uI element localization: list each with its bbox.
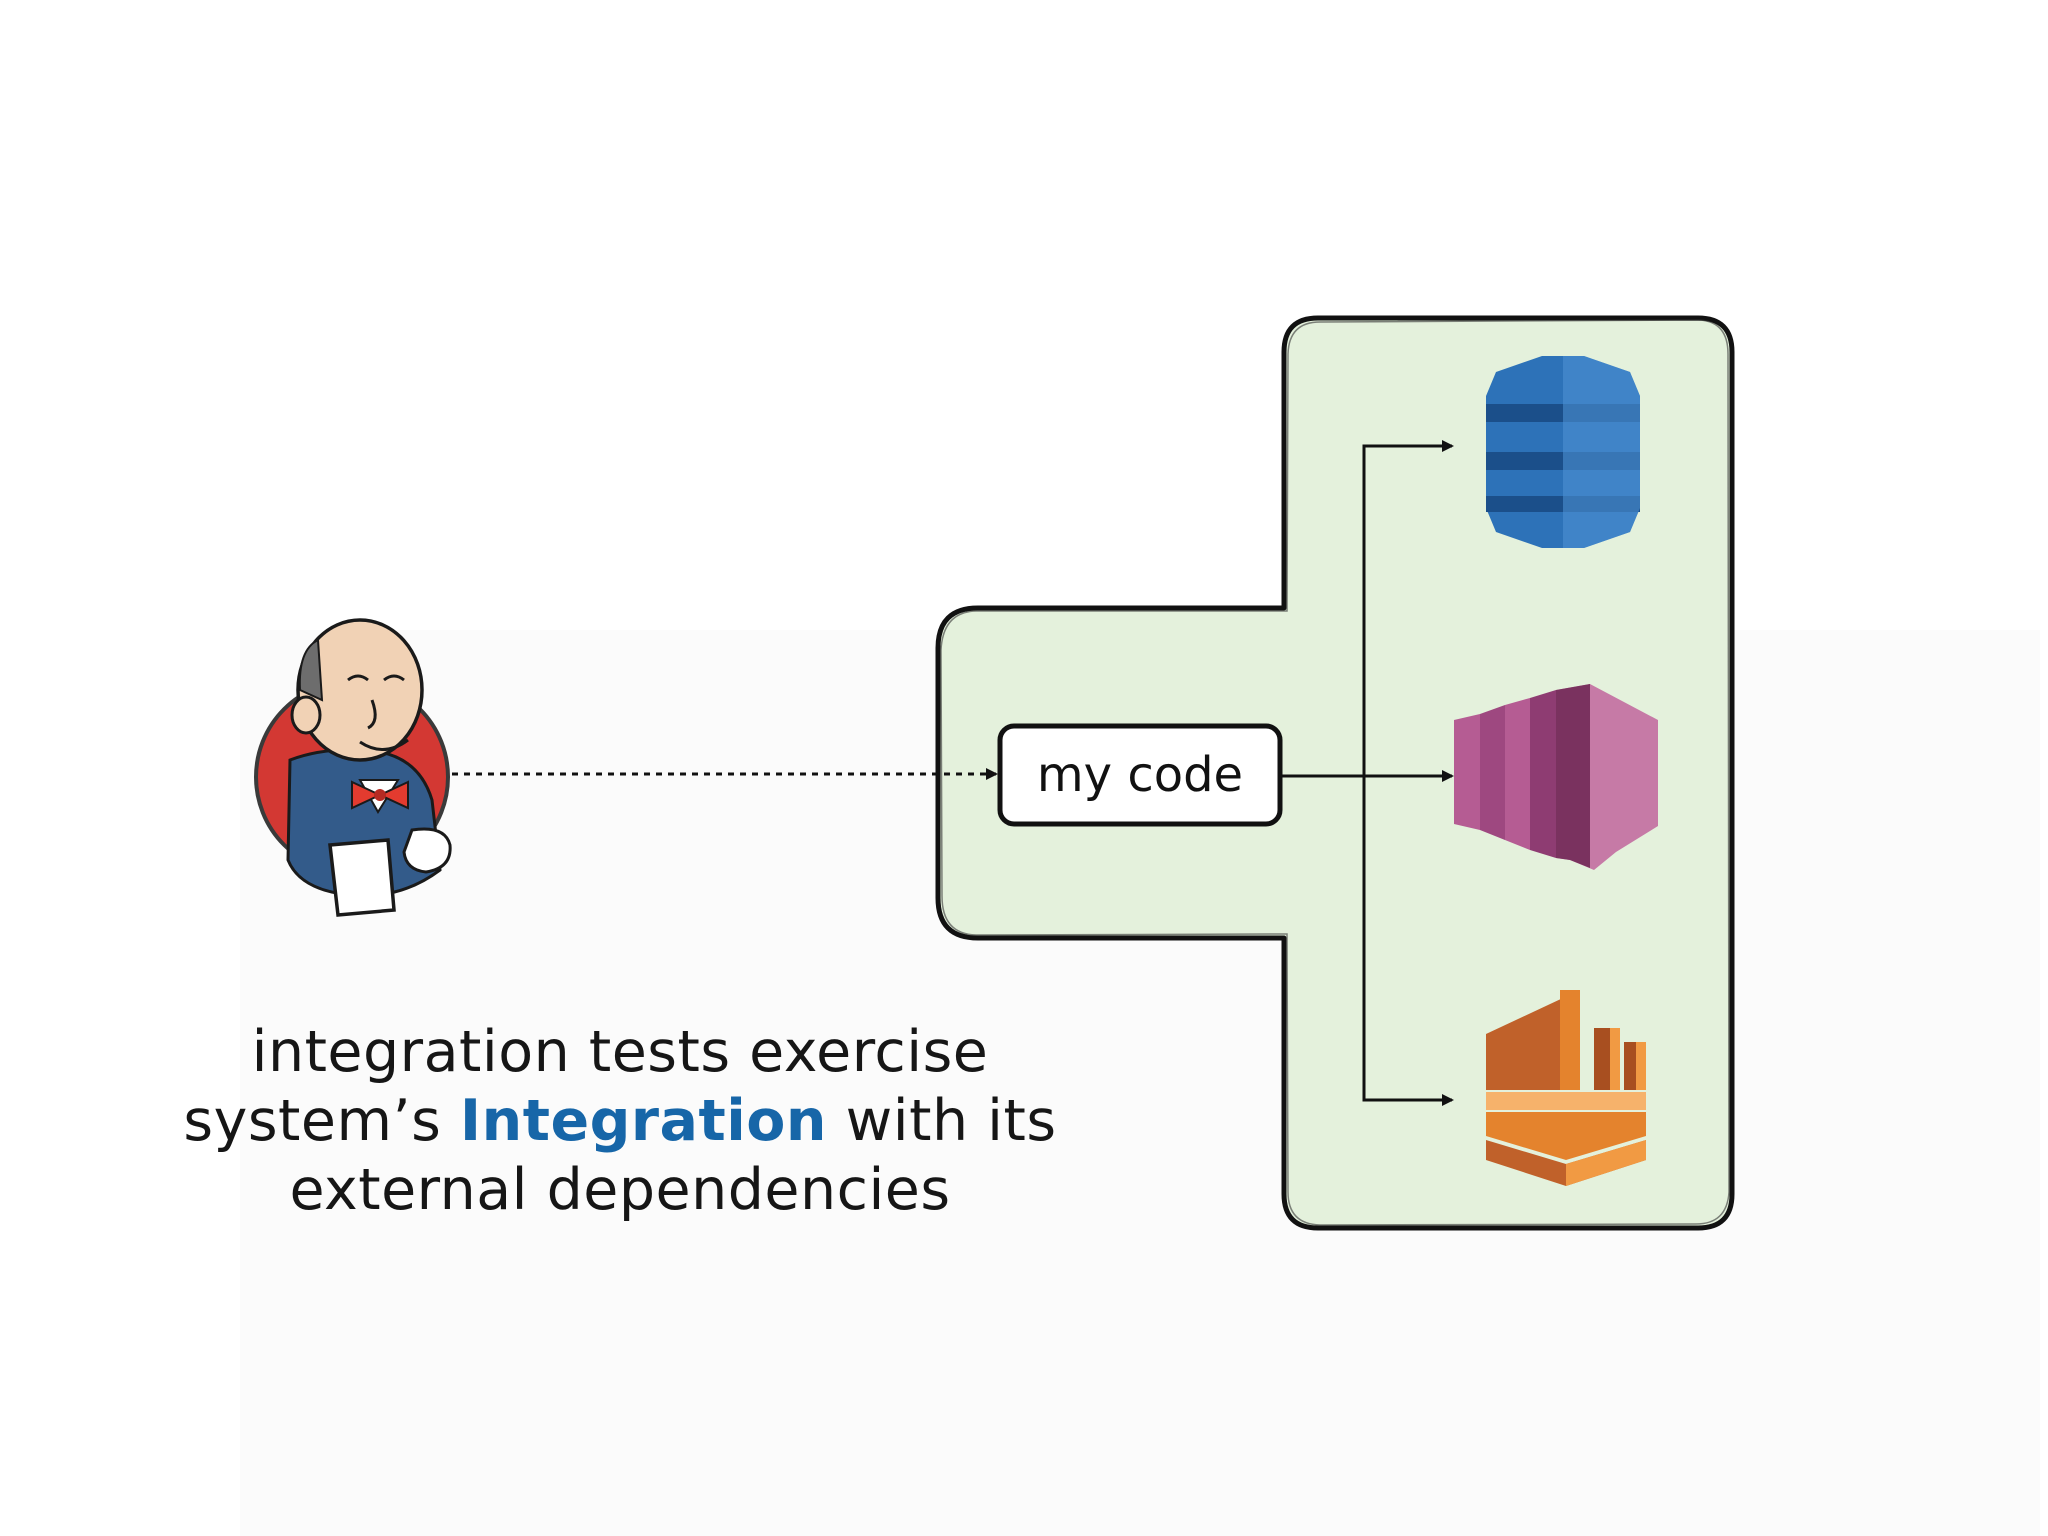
caption-highlight: Integration [459,1088,828,1154]
system-boundary-sketch [940,319,1730,1226]
dynamodb-icon [1486,356,1640,548]
caption-line-2-prefix: system’s [183,1088,460,1154]
caption: integration tests exercise system’s Inte… [150,1018,1090,1225]
caption-line-3: external dependencies [289,1157,951,1223]
my-code-label: my code [1037,747,1243,803]
jenkins-butler-icon [254,618,452,917]
caption-line-1: integration tests exercise [251,1019,989,1085]
caption-line-2-suffix: with its [827,1088,1057,1154]
sqs-icon [1454,684,1658,870]
my-code-box: my code [997,723,1283,827]
caption-line-2: system’s Integration with its [150,1087,1090,1156]
kinesis-icon [1486,990,1646,1186]
dependency-connectors [1280,440,1454,1106]
system-boundary [935,315,1735,1231]
